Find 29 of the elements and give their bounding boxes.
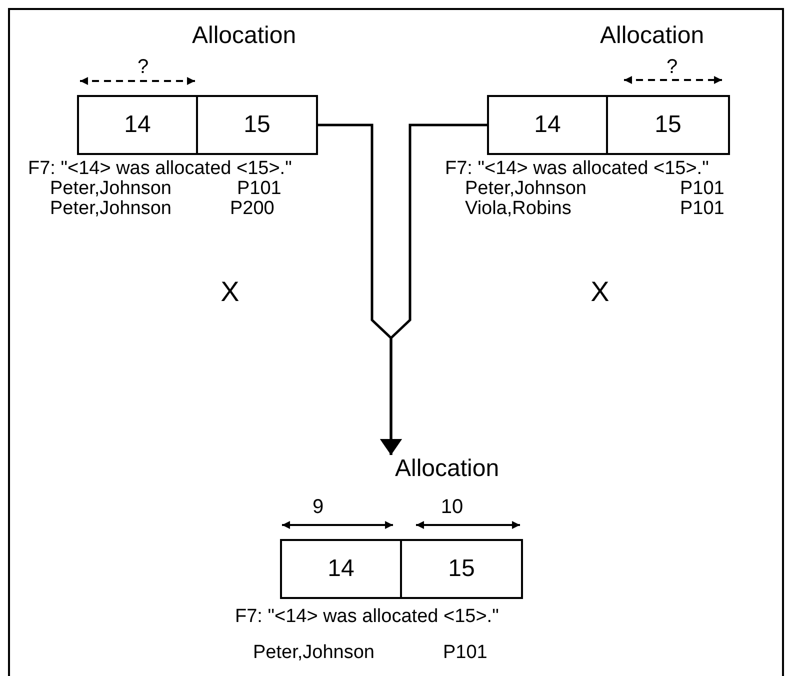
role-box: 14 xyxy=(77,95,198,155)
merge-arrow xyxy=(383,124,487,455)
role-box: 15 xyxy=(400,539,523,599)
population-cell: P200 xyxy=(230,198,274,220)
fact-verbalization: F7: "<14> was allocated <15>." xyxy=(235,606,499,628)
role-box: 15 xyxy=(196,95,318,155)
fact-type-name: Allocation xyxy=(192,22,296,50)
population-cell: Peter,Johnson xyxy=(50,198,172,220)
constraint-label: ? xyxy=(666,56,678,79)
fact-type-name: Allocation xyxy=(600,22,704,50)
constraint-label: 9 xyxy=(312,496,324,519)
population-cell: P101 xyxy=(237,178,282,200)
population-cell: P101 xyxy=(680,198,724,220)
role-box: 14 xyxy=(280,539,402,599)
constraint-label: ? xyxy=(137,56,149,79)
population-cell: Peter,Johnson xyxy=(253,642,374,664)
cross-mark: X xyxy=(590,276,610,308)
cross-mark: X xyxy=(220,276,240,308)
population-cell: P101 xyxy=(443,642,488,664)
population-cell: P101 xyxy=(680,178,724,200)
fact-verbalization: F7: "<14> was allocated <15>." xyxy=(28,158,292,180)
role-box: 15 xyxy=(606,95,730,155)
fact-type-name: Allocation xyxy=(395,455,500,483)
role-box: 14 xyxy=(487,95,608,155)
population-cell: Peter,Johnson xyxy=(50,178,172,200)
population-cell: Viola,Robins xyxy=(465,198,572,220)
constraint-label: 10 xyxy=(440,496,464,519)
fact-verbalization: F7: "<14> was allocated <15>." xyxy=(445,158,709,180)
population-cell: Peter,Johnson xyxy=(465,178,586,200)
